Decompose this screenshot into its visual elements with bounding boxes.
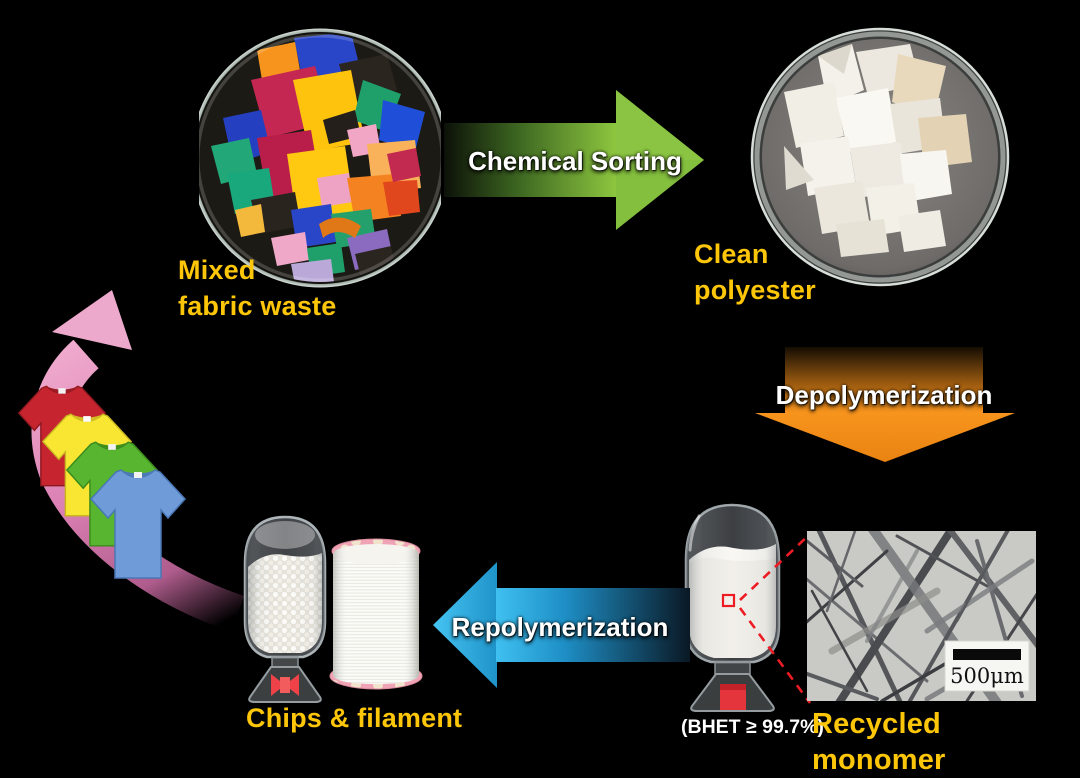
mixed-fabric-dish-photo [199, 28, 441, 288]
monomer-microscopy-photo: 500μm [807, 531, 1036, 701]
mixed-fabric-waste-label: Mixed fabric waste [178, 255, 337, 321]
recycled-monomer-label: Recycled monomer [812, 708, 946, 776]
chemical-sorting-arrow [444, 90, 704, 230]
zoom-region-marker [721, 593, 736, 608]
clean-polyester-dish-photo [750, 27, 1010, 287]
chemical-sorting-label: Chemical Sorting [468, 146, 682, 176]
scale-bar-label: 500μm [950, 664, 1024, 688]
tshirt-blue [89, 469, 187, 579]
chips-filament-label: Chips & filament [246, 703, 463, 733]
chips-container-photo [243, 515, 327, 703]
clean-polyester-label: Clean polyester [694, 239, 816, 305]
repolymerization-arrow [433, 562, 690, 688]
repolymerization-label: Repolymerization [451, 612, 669, 642]
depolymerization-label: Depolymerization [775, 380, 993, 410]
scale-bar: 500μm [944, 640, 1030, 692]
monomer-flask-photo [684, 503, 781, 712]
depolymerization-arrow [755, 347, 1015, 462]
bhet-purity-label: (BHET ≥ 99.7%) [681, 716, 824, 738]
magnifier-dashed-lines [738, 533, 812, 704]
filament-spool-photo [329, 538, 423, 690]
